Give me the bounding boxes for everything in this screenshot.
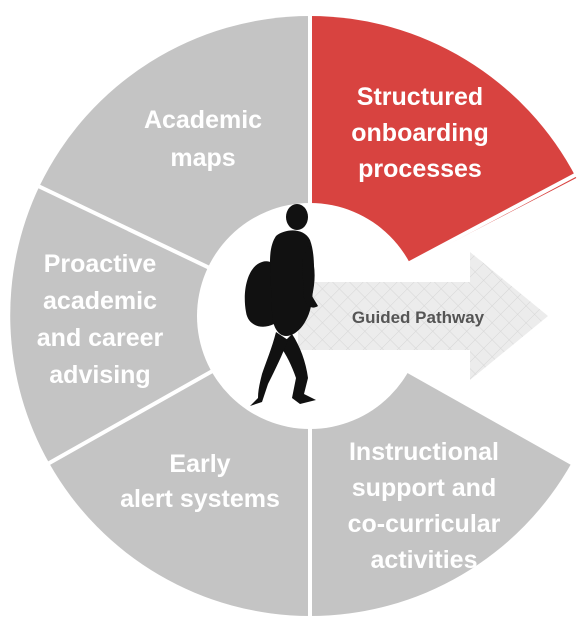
segment-label-academic-maps: Academic maps	[144, 106, 262, 172]
arrow-texture	[298, 252, 548, 380]
segment-label-line: academic	[43, 287, 157, 315]
segment-label-proactive-advising: Proactive academic and career advising	[37, 250, 164, 389]
segment-label-line: and career	[37, 324, 164, 352]
arrow-label: Guided Pathway	[352, 308, 485, 327]
segment-label-line: Proactive	[44, 250, 157, 278]
segment-label-early-alert: Early alert systems	[120, 450, 280, 513]
segment-label-line: support and	[352, 474, 496, 502]
segment-label-line: advising	[49, 361, 150, 389]
segment-label-line: Structured	[357, 83, 483, 111]
segment-label-line: alert systems	[120, 485, 280, 513]
segment-label-line: Early	[169, 450, 230, 478]
segment-label-instructional-support: Instructional support and co-curricular act…	[348, 438, 501, 574]
segment-label-line: onboarding	[351, 119, 488, 147]
segment-label-line: activities	[370, 546, 477, 574]
segment-label-line: processes	[358, 155, 482, 183]
segment-label-line: Instructional	[349, 438, 499, 466]
segment-label-line: maps	[170, 144, 235, 172]
segment-label-line: Academic	[144, 106, 262, 134]
segment-label-line: co-curricular	[348, 510, 501, 538]
segment-proactive-advising	[10, 186, 310, 464]
segment-label-structured-onboarding: Structured onboarding processes	[351, 83, 488, 183]
walking-student-icon	[244, 204, 318, 406]
